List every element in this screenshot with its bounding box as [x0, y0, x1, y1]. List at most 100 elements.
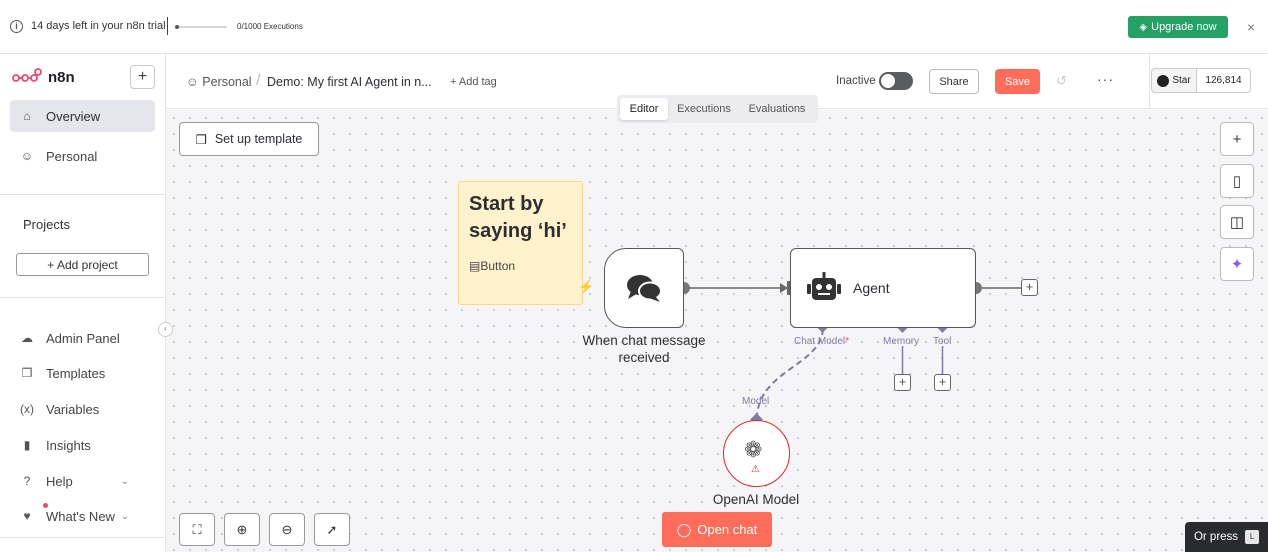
broken-image: ▤Button	[469, 259, 516, 273]
sidebar-item-personal[interactable]: ☺ Personal	[10, 140, 155, 172]
chat-model-port-label: Chat Model*	[794, 336, 849, 347]
sidebar-item-label: Templates	[46, 365, 106, 381]
robot-icon	[807, 272, 841, 300]
sidebar-item-label: Help	[46, 473, 73, 489]
warning-icon: ⚠	[751, 464, 760, 475]
share-button[interactable]: Share	[929, 69, 979, 94]
zoom-out-icon[interactable]: ⊖	[269, 513, 305, 546]
add-tool-button[interactable]: +	[934, 374, 951, 391]
tidy-up-icon[interactable]: ➚	[314, 513, 350, 546]
zoom-in-icon[interactable]: ⊕	[224, 513, 260, 546]
chevron-down-icon: ⌄	[120, 475, 129, 487]
help-icon: ?	[23, 474, 31, 488]
status-label: Inactive	[836, 75, 876, 87]
bell-icon: ♥	[23, 509, 31, 523]
executions-progress-bar	[175, 25, 227, 29]
github-star-widget: Star 126,814	[1149, 54, 1268, 109]
add-next-node-button[interactable]: +	[1021, 279, 1038, 296]
tab-editor[interactable]: Editor	[620, 98, 668, 120]
agent-node[interactable]: Agent	[790, 248, 976, 328]
sidebar: n8n + ⌂ Overview ☺ Personal Projects + A…	[0, 54, 173, 552]
chat-model-label: Chat Model	[794, 336, 846, 347]
workflow-title[interactable]: Demo: My first AI Agent in n...	[267, 75, 432, 89]
close-icon[interactable]: ×	[1247, 19, 1256, 35]
github-star-label: Star	[1172, 75, 1191, 86]
sticky-note-icon[interactable]: ▯	[1220, 164, 1254, 198]
chat-bubbles-icon	[627, 275, 662, 302]
progress-fill	[175, 25, 179, 29]
breadcrumb-project[interactable]: ☺ Personal	[186, 75, 252, 89]
chat-icon: ◯	[676, 521, 692, 537]
github-star-button[interactable]: Star	[1151, 68, 1197, 93]
variable-icon: (x)	[20, 402, 34, 416]
agent-input-handle	[787, 281, 792, 295]
ai-assistant-icon[interactable]: ✦	[1220, 247, 1254, 281]
keyboard-hint: Or press L	[1185, 522, 1268, 552]
sidebar-divider	[0, 194, 165, 195]
n8n-logo-icon	[12, 68, 42, 87]
fit-view-icon[interactable]: ⛶	[179, 513, 215, 546]
open-chat-button[interactable]: ◯ Open chat	[662, 512, 772, 547]
banner-divider	[167, 17, 168, 35]
panel-toggle-icon[interactable]: ◫	[1220, 205, 1254, 239]
model-port-label: Model	[742, 396, 770, 407]
sticky-image-alt: Button	[480, 259, 516, 273]
app-logo[interactable]: n8n	[12, 68, 75, 87]
package-icon: ❒	[195, 132, 207, 147]
trigger-bolt-icon: ⚡	[578, 279, 595, 294]
tab-evaluations[interactable]: Evaluations	[748, 103, 806, 115]
sidebar-item-label: Admin Panel	[46, 330, 120, 346]
package-icon: ❒	[21, 366, 33, 380]
sidebar-item-label: Variables	[46, 401, 100, 417]
info-icon: i	[10, 20, 23, 33]
collapse-sidebar-icon[interactable]: ‹	[158, 322, 173, 337]
sidebar-item-help[interactable]: ? Help ⌄	[10, 465, 155, 497]
active-toggle[interactable]	[879, 72, 913, 90]
sidebar-item-variables[interactable]: (x) Variables	[10, 393, 155, 425]
history-icon[interactable]: ↺	[1056, 73, 1067, 88]
add-project-button[interactable]: + Add project	[16, 253, 149, 276]
cloud-icon: ☁	[21, 331, 33, 345]
github-star-count[interactable]: 126,814	[1196, 68, 1251, 93]
more-options-icon[interactable]: ···	[1097, 71, 1114, 87]
chat-trigger-node[interactable]	[604, 248, 684, 328]
sidebar-item-admin-panel[interactable]: ☁ Admin Panel	[10, 322, 155, 354]
sidebar-item-label: Insights	[46, 437, 91, 453]
sidebar-item-overview[interactable]: ⌂ Overview	[10, 100, 155, 132]
breadcrumb-separator: /	[256, 72, 261, 89]
add-node-button[interactable]: +	[1220, 122, 1254, 156]
projects-heading: Projects	[23, 217, 70, 232]
sticky-note[interactable]: Start by saying ‘hi’ ▤Button	[458, 181, 583, 305]
github-icon	[1157, 74, 1170, 87]
openai-model-node[interactable]: ❁ ⚠	[723, 420, 790, 487]
set-up-template-button[interactable]: ❒ Set up template	[179, 122, 319, 156]
home-icon: ⌂	[23, 109, 31, 123]
chart-icon: ▮	[23, 438, 31, 452]
sidebar-item-whats-new[interactable]: ♥ What's New ⌄	[10, 500, 155, 532]
upgrade-now-button[interactable]: ◈ Upgrade now	[1128, 16, 1228, 38]
save-button[interactable]: Save	[995, 69, 1040, 94]
sidebar-item-label: Personal	[46, 148, 98, 164]
add-tag-link[interactable]: + Add tag	[450, 76, 497, 88]
required-marker: *	[845, 336, 850, 347]
executions-count: 0/1000 Executions	[237, 22, 303, 31]
view-tabs: Editor Executions Evaluations	[617, 95, 818, 123]
add-memory-button[interactable]: +	[894, 374, 911, 391]
tab-executions[interactable]: Executions	[677, 103, 731, 115]
create-button[interactable]: +	[130, 65, 155, 89]
sticky-title: Start by saying ‘hi’	[469, 193, 567, 242]
breadcrumb-project-label: Personal	[202, 75, 252, 89]
sidebar-item-insights[interactable]: ▮ Insights	[10, 429, 155, 461]
sidebar-item-label: Overview	[46, 108, 101, 124]
open-chat-label: Open chat	[697, 522, 758, 537]
shortcut-key: L	[1245, 530, 1260, 544]
sidebar-item-templates[interactable]: ❒ Templates	[10, 357, 155, 389]
tool-port-label: Tool	[933, 336, 952, 347]
brand-name: n8n	[48, 69, 75, 86]
trial-banner: i 14 days left in your n8n trial 0/1000 …	[0, 0, 1268, 54]
agent-label: Agent	[853, 280, 890, 296]
workflow-canvas[interactable]: ❒ Set up template Start by saying ‘hi’ ▤…	[166, 110, 1268, 552]
gem-icon: ◈	[1139, 21, 1148, 33]
sidebar-divider	[0, 537, 165, 538]
set-up-template-label: Set up template	[214, 132, 303, 146]
